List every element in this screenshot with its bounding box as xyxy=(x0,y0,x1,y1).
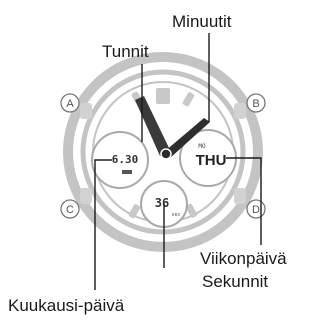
hour-markers xyxy=(128,88,198,219)
button-a-label: A xyxy=(66,98,74,110)
label-month-day: Kuukausi-päivä xyxy=(8,296,125,315)
hour-marker-7 xyxy=(128,204,141,219)
subdial-left xyxy=(91,131,149,189)
button-b xyxy=(246,93,266,113)
button-d-label: D xyxy=(252,204,260,216)
label-seconds: Sekunnit xyxy=(202,272,268,291)
button-b-label: B xyxy=(252,98,259,110)
bottom-subdial-value: 36 xyxy=(155,196,169,210)
button-guard-a xyxy=(80,103,92,119)
label-hours: Tunnit xyxy=(102,42,149,61)
button-guard-b xyxy=(234,103,246,119)
leader-lines xyxy=(94,33,262,290)
bottom-subdial-unit: sec xyxy=(171,212,180,218)
label-minutes: Minuutit xyxy=(172,12,232,31)
hour-marker-5 xyxy=(185,203,198,218)
left-subdial-value: 6.30 xyxy=(112,153,139,166)
right-subdial-value: THU xyxy=(196,152,227,169)
hand-pivot xyxy=(160,148,172,160)
button-guards xyxy=(80,103,246,204)
hour-marker-12 xyxy=(156,88,170,104)
left-subdial-indicator xyxy=(122,170,132,174)
watch-bezel-outer xyxy=(63,52,263,252)
button-guard-c xyxy=(80,188,92,204)
button-c-label: C xyxy=(66,204,74,216)
minute-hand xyxy=(164,118,210,158)
button-guard-d xyxy=(234,188,246,204)
leader-weekday xyxy=(226,157,262,245)
label-weekday: Viikonpäivä xyxy=(200,249,287,268)
hour-marker-1 xyxy=(182,92,195,107)
hour-hand xyxy=(135,96,170,156)
right-subdial-prefix: MO xyxy=(198,143,206,150)
watch-bezel-inner xyxy=(80,69,246,235)
subdials xyxy=(91,129,237,228)
hands xyxy=(135,96,210,160)
button-c xyxy=(60,199,80,219)
leader-month-day xyxy=(94,159,112,290)
button-a xyxy=(60,93,80,113)
